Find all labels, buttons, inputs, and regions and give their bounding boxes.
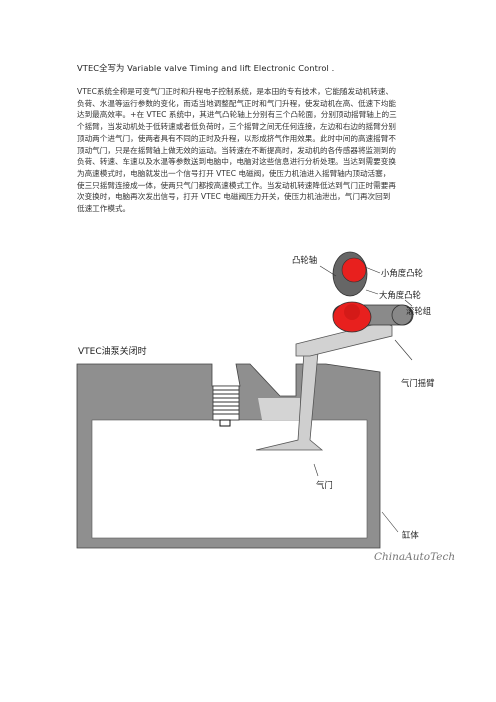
small-cam-label: 小角度凸轮 (381, 268, 423, 278)
cylinder-chamber (91, 419, 368, 539)
document-title: VTEC全写为 Variable valve Timing and lift E… (77, 63, 335, 73)
large-cam-label: 大角度凸轮 (379, 290, 421, 300)
paragraph-line: 顶动两个进气门，使两者具有不同的正时及升程，以形成挤气作用效果。此时中间的高速摇… (77, 133, 396, 143)
watermark: ChinaAutoTech (374, 551, 456, 563)
paragraph-line: 个摇臂，当发动机处于低转速或者低负荷时，三个摇臂之间无任何连接，左边和右边的摇臂… (77, 122, 396, 132)
spring-retainer (219, 419, 231, 427)
paragraph-line: 使三只摇臂连接成一体，使两只气门都按高速模式工作。当发动机转速降低达到气门正时需… (77, 180, 396, 190)
state-label: VTEC油泵关闭时 (78, 347, 147, 357)
intake-port (258, 398, 300, 420)
body-paragraph: VTEC系统全称是可变气门正时和升程电子控制系统，是本田的专有技术，它能随发动机… (77, 86, 417, 215)
paragraph-line: 次变换时，电脑再次发出信号，打开 VTEC 电磁阀压力开关，使压力机油泄出，气门… (77, 192, 391, 202)
paragraph-line: 负荷、水温等运行参数的变化，而适当地调整配气正时和气门升程，使发动机在高、低速下… (77, 98, 396, 108)
camshaft-label: 凸轮轴 (292, 255, 318, 265)
camshaft-core (344, 304, 360, 320)
valve-spring (212, 385, 240, 421)
paragraph-line: 顶动气门，只是在摇臂轴上做无效的运动。当转速在不断提高时，发动机的各传感器将监测… (77, 145, 396, 155)
paragraph-line: 低速工作模式。 (77, 204, 131, 214)
paragraph-line: 负荷、转速、车速以及水温等参数送到电脑中，电脑对这些信息进行分析处理。当达到需要… (77, 157, 396, 167)
roller-group-label: 滚轮组 (406, 306, 432, 316)
paragraph-line: VTEC系统全称是可变气门正时和升程电子控制系统，是本田的专有技术，它能随发动机… (77, 87, 394, 96)
cylinder-label: 缸体 (402, 530, 419, 540)
valve-label: 气门 (316, 480, 333, 490)
small-angle-cam (341, 257, 367, 283)
leader-lines (313, 265, 413, 533)
paragraph-line: 为高速模式时，电脑就发出一个信号打开 VTEC 电磁阀，使压力机油进入摇臂轴内顶… (77, 168, 391, 178)
right-roller (391, 304, 413, 326)
rocker-label: 气门摇臂 (401, 378, 435, 388)
spring-coils (213, 389, 239, 415)
paragraph-line: 达到最高效率。+在 VTEC 系统中，其进气凸轮轴上分别有三个凸轮面，分别顶动摇… (77, 110, 397, 120)
